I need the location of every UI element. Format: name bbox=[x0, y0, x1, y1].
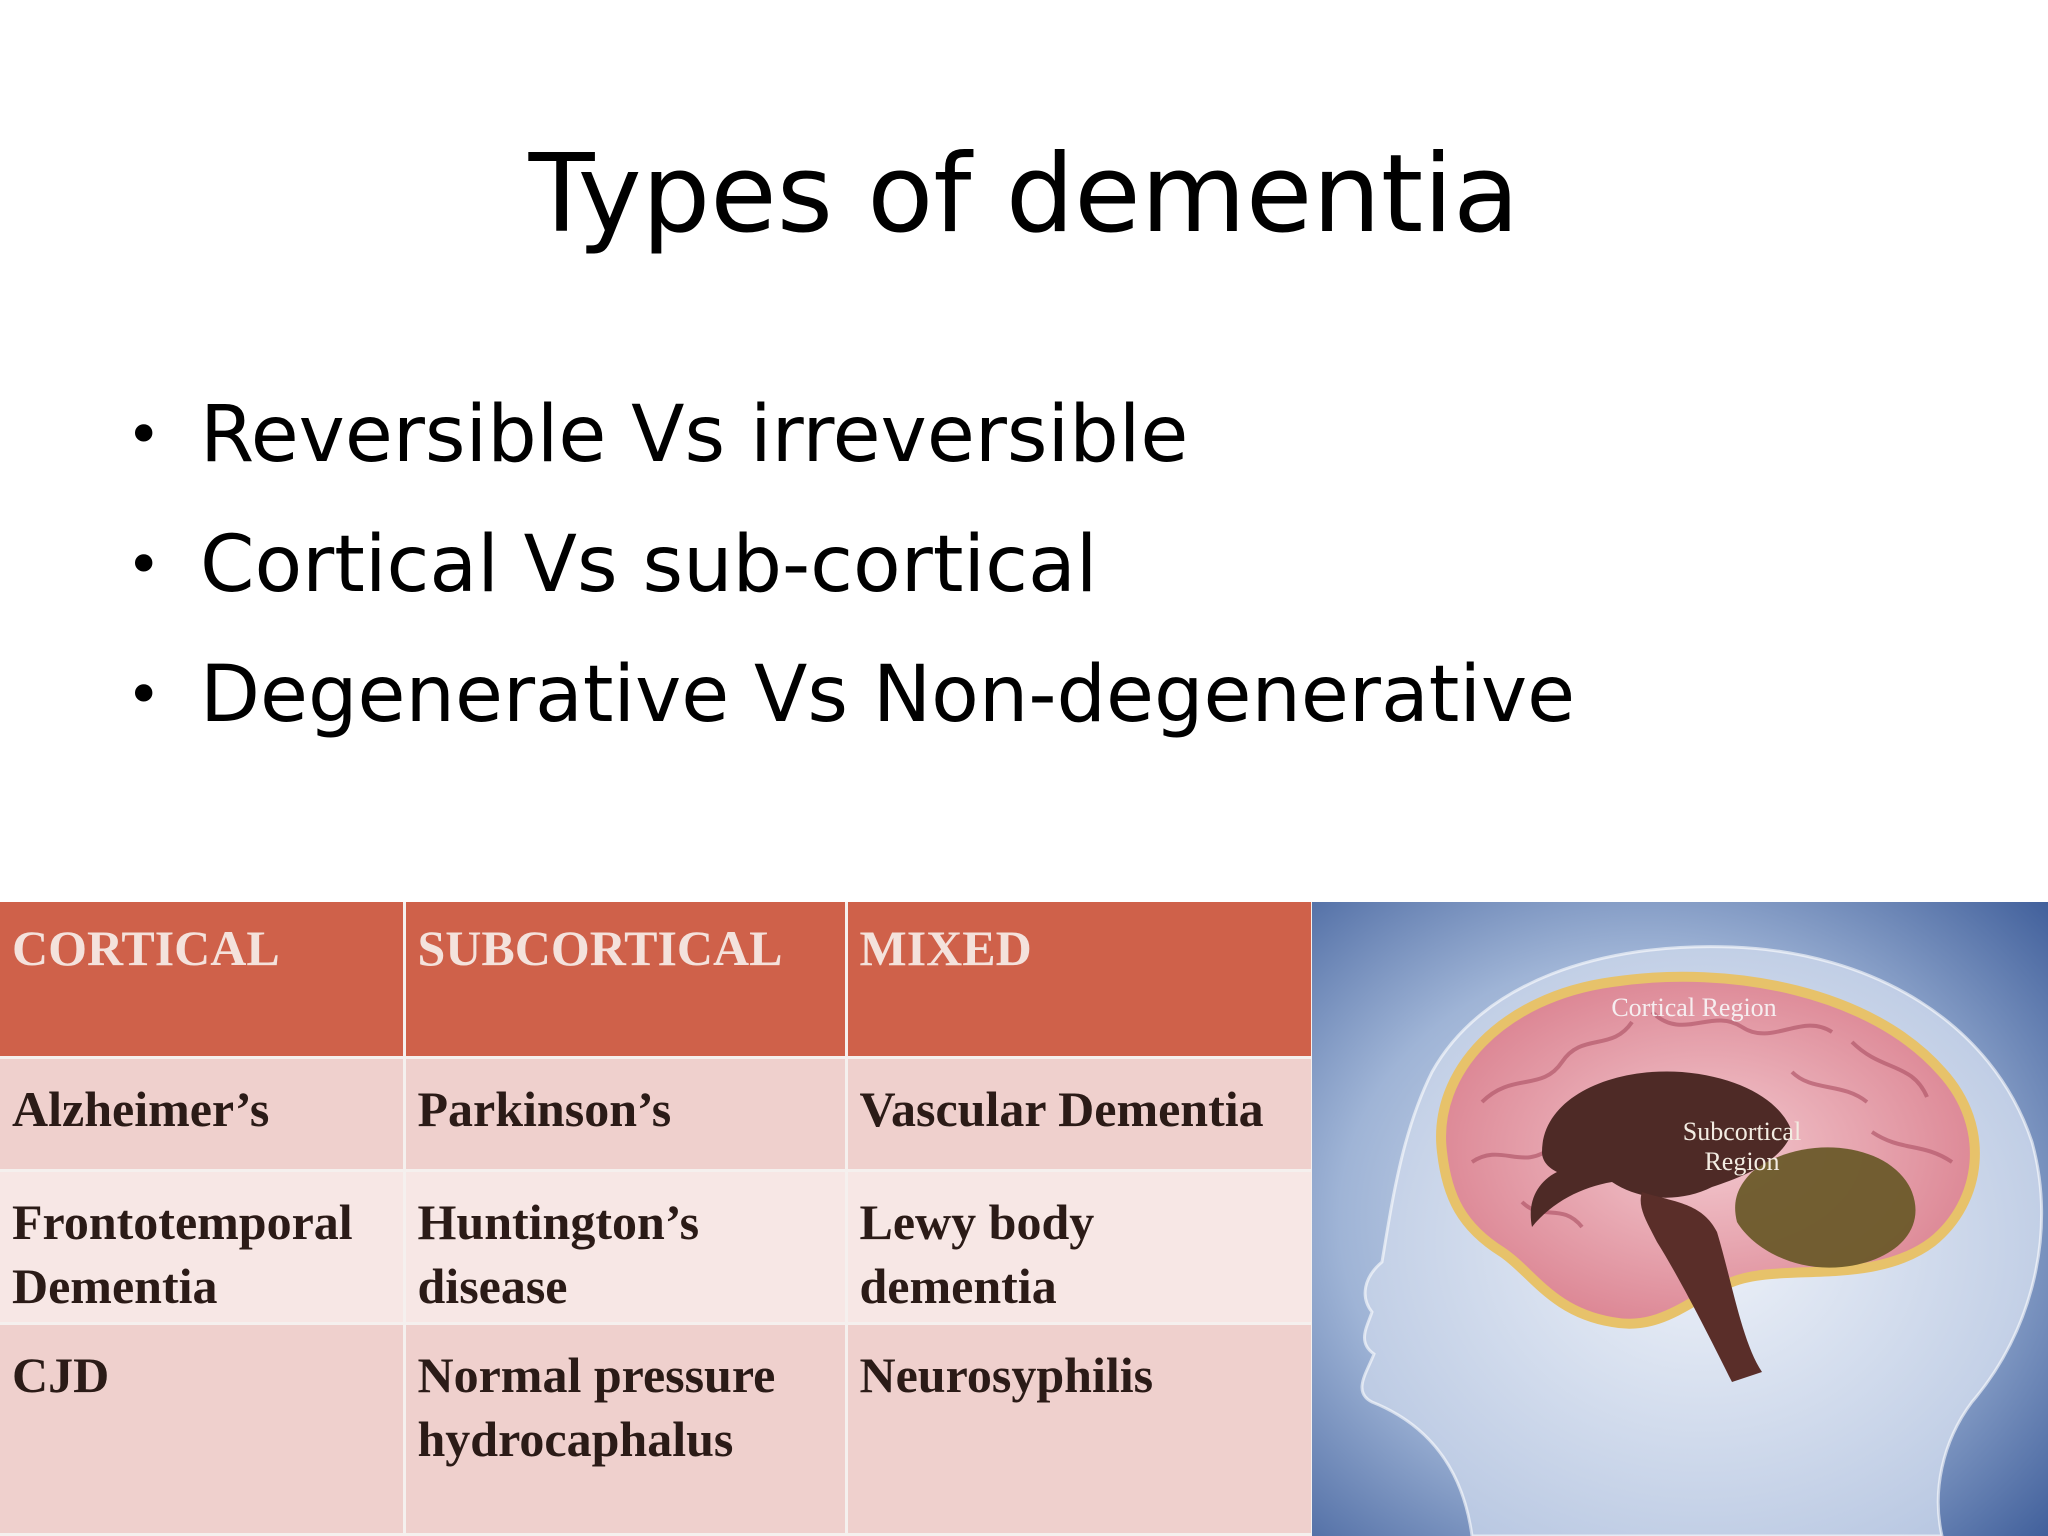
table-header-row: CORTICAL SUBCORTICAL MIXED bbox=[0, 902, 1314, 1059]
bullet-item: • Cortical Vs sub-cortical bbox=[120, 500, 1575, 630]
bullet-text: Cortical Vs sub-cortical bbox=[200, 520, 1098, 610]
table-row: Alzheimer’s Parkinson’s Vascular Dementi… bbox=[0, 1057, 1314, 1172]
header-cortical: CORTICAL bbox=[0, 902, 406, 1059]
gyri-pattern bbox=[1470, 1010, 1954, 1229]
table-cell: Normal pressure hydrocaphalus bbox=[404, 1323, 848, 1536]
subcortical-region-label-line1: Subcortical bbox=[1683, 1117, 1801, 1146]
cortical-region-label: Cortical Region bbox=[1611, 993, 1776, 1022]
cerebellum bbox=[1735, 1147, 1916, 1268]
bullet-text: Reversible Vs irreversible bbox=[200, 390, 1189, 480]
bullet-list: • Reversible Vs irreversible • Cortical Vs… bbox=[120, 370, 1575, 760]
subcortical-region bbox=[1530, 1071, 1792, 1227]
header-mixed: MIXED bbox=[846, 902, 1314, 1059]
table-cell: Lewy body dementia bbox=[846, 1170, 1314, 1325]
header-subcortical: SUBCORTICAL bbox=[404, 902, 848, 1059]
slide-title: Types of dementia bbox=[528, 132, 1520, 257]
bullet-item: • Reversible Vs irreversible bbox=[120, 370, 1575, 500]
table-cell: Parkinson’s bbox=[404, 1057, 848, 1172]
table-row: Frontotemporal Dementia Huntington’s dis… bbox=[0, 1170, 1314, 1325]
table-cell: Huntington’s disease bbox=[404, 1170, 848, 1325]
brainstem bbox=[1640, 1192, 1762, 1382]
brain-illustration: Cortical Region Subcortical Region bbox=[1312, 902, 2048, 1536]
bullet-icon: • bbox=[126, 660, 162, 730]
table-cell: Vascular Dementia bbox=[846, 1057, 1314, 1172]
bullet-item: • Degenerative Vs Non-degenerative bbox=[120, 630, 1575, 760]
table-row: CJD Normal pressure hydrocaphalus Neuros… bbox=[0, 1323, 1314, 1536]
bullet-icon: • bbox=[126, 400, 162, 470]
dementia-types-table: CORTICAL SUBCORTICAL MIXED Alzheimer’s P… bbox=[0, 902, 1314, 1536]
bullet-icon: • bbox=[126, 530, 162, 600]
subcortical-region-label-line2: Region bbox=[1704, 1147, 1779, 1176]
table-cell: Frontotemporal Dementia bbox=[0, 1170, 406, 1325]
bullet-text: Degenerative Vs Non-degenerative bbox=[200, 650, 1576, 740]
table-cell: Alzheimer’s bbox=[0, 1057, 406, 1172]
table-cell: CJD bbox=[0, 1323, 406, 1536]
table-cell: Neurosyphilis bbox=[846, 1323, 1314, 1536]
